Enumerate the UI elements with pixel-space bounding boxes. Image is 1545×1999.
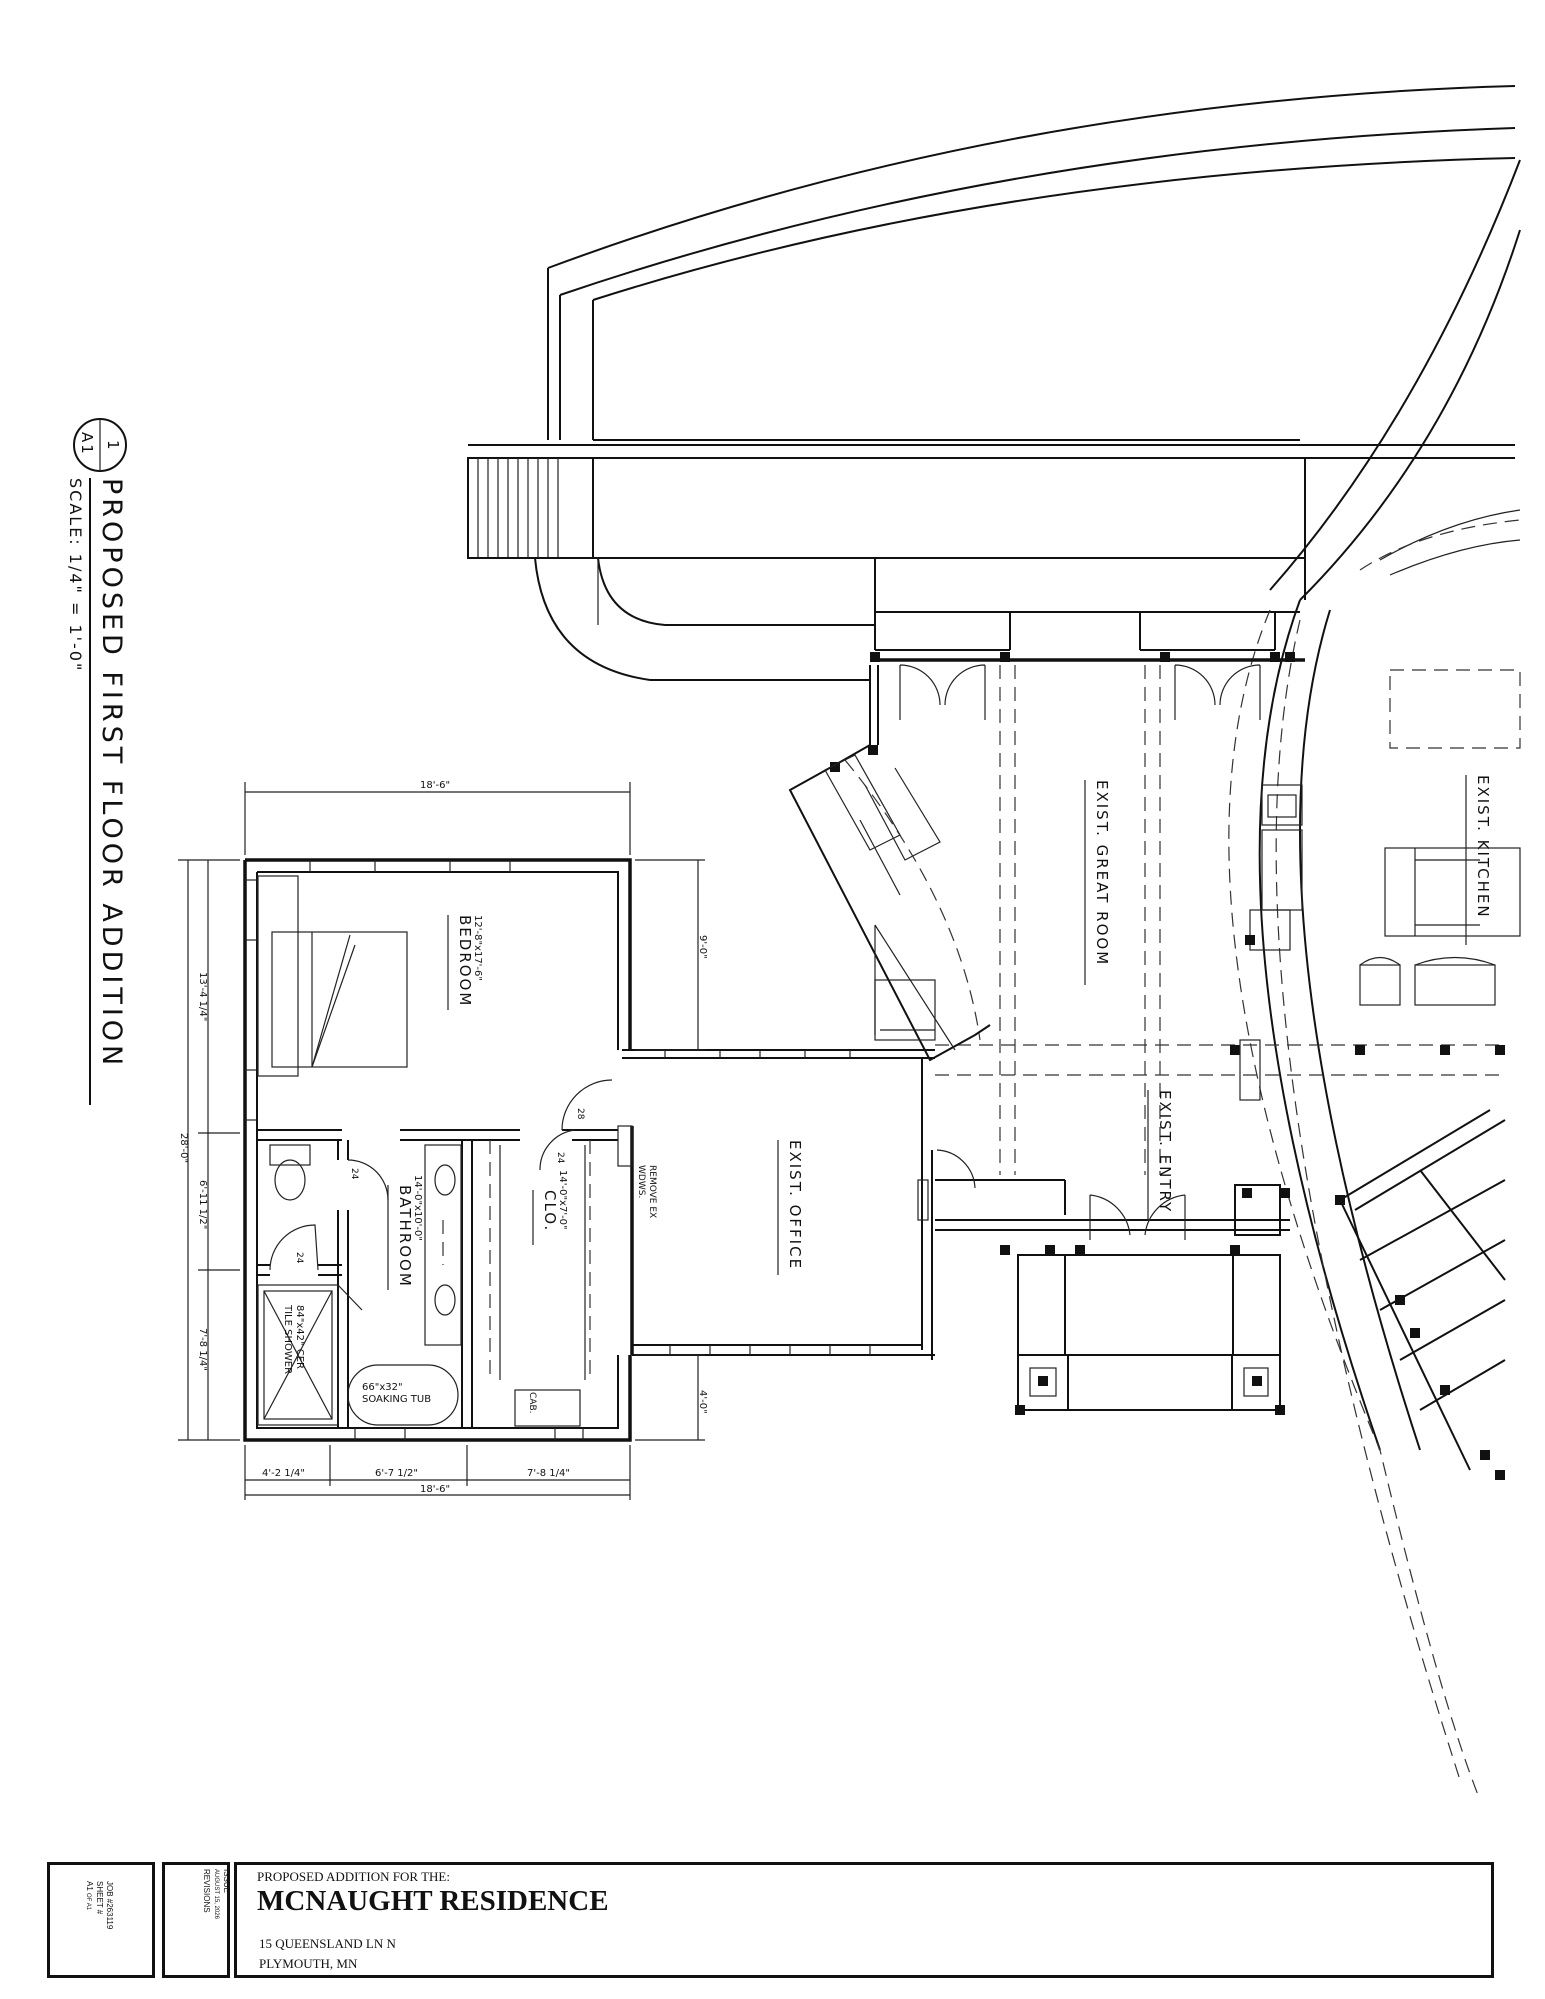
- bedroom-size: 12'-8"x17'-6": [472, 915, 483, 981]
- dim-right-top: 9'-0": [697, 935, 708, 959]
- dim-bottom-seg-3: 7'-8 1/4": [527, 1468, 570, 1479]
- dim-bottom-seg-1: 4'-2 1/4": [262, 1468, 305, 1479]
- cabinet-note: CAB.: [527, 1392, 537, 1413]
- dim-bottom-seg-2: 6'-7 1/2": [375, 1468, 418, 1479]
- revisions-label: REVISIONS: [202, 1869, 211, 1913]
- issue-label: ISSUE: [222, 1869, 231, 1894]
- title-block-revisions-box: ISSUE AUGUST 15, 2026 REVISIONS: [162, 1862, 231, 1978]
- dim-bottom-total: 18'-6": [420, 1484, 450, 1495]
- bedroom-label: BEDROOM: [456, 915, 474, 1007]
- dimension-lines: 18'-6" 4'-2 1/4" 6'-7 1/2" 7'-8 1/4" 18'…: [178, 780, 708, 1500]
- drawing-title-block: 1 A1 PROPOSED FIRST FLOOR ADDITION SCALE…: [66, 418, 127, 1105]
- dim-left-seg-3: 7'-8 1/4": [197, 1328, 208, 1371]
- dim-left-seg-1: 13'-4 1/4": [197, 972, 208, 1021]
- drawing-scale: SCALE: 1/4" = 1'-0": [66, 478, 85, 672]
- dim-left-total: 28'-0": [178, 1133, 189, 1163]
- title-block-project-box: PROPOSED ADDITION FOR THE: MCNAUGHT RESI…: [234, 1862, 1494, 1978]
- remove-window-note-line1: REMOVE EX: [647, 1165, 657, 1218]
- sheet-of: OF A1: [85, 1893, 91, 1911]
- existing-entry-area: [935, 1109, 1506, 1480]
- tub-note-line1: 66"x32": [362, 1382, 403, 1393]
- callout-sheet: A1: [78, 432, 96, 456]
- sheet-label: SHEET #: [95, 1881, 104, 1915]
- callout-number: 1: [104, 440, 122, 452]
- door-size-24-bath: 24: [349, 1168, 359, 1180]
- bathroom-label: BATHROOM: [396, 1185, 414, 1288]
- shower-note-line1: 84"x42" CER: [294, 1305, 305, 1369]
- door-size-24-clo: 24: [555, 1152, 565, 1164]
- proposed-addition: [243, 858, 633, 1442]
- drawing-title: PROPOSED FIRST FLOOR ADDITION: [96, 478, 127, 1069]
- door-size-24-wc: 24: [294, 1252, 304, 1264]
- title-block-sheet-box: JOB #263119 SHEET # A1 OF A1: [47, 1862, 155, 1978]
- revisions-column: ISSUE AUGUST 15, 2026 REVISIONS: [201, 1869, 231, 1919]
- existing-curved-walls: [1228, 159, 1521, 1801]
- great-room-label: EXIST. GREAT ROOM: [1093, 780, 1111, 966]
- sheet-number-column: JOB #263119 SHEET # A1 OF A1: [83, 1881, 114, 1929]
- sheet-number: A1: [85, 1881, 94, 1891]
- dim-right-bottom: 4'-0": [697, 1390, 708, 1414]
- office-label: EXIST. OFFICE: [786, 1140, 804, 1270]
- existing-deck: [467, 85, 1516, 681]
- closet-size: 14'-0"x7'-0": [557, 1170, 568, 1230]
- closet-label: CLO.: [541, 1190, 559, 1232]
- job-number: JOB #263119: [105, 1881, 114, 1930]
- address-line-1: 15 QUEENSLAND LN N: [259, 1936, 396, 1951]
- issue-date: AUGUST 15, 2026: [213, 1869, 219, 1919]
- entry-label: EXIST. ENTRY: [1156, 1090, 1174, 1213]
- bathroom-size: 14'-0"x10'-0": [412, 1175, 423, 1241]
- shower-note-line2: TILE SHOWER: [282, 1304, 293, 1374]
- kitchen-label: EXIST. KITCHEN: [1474, 775, 1492, 919]
- project-name: MCNAUGHT RESIDENCE: [257, 1885, 609, 1917]
- proposed-addition-caption: PROPOSED ADDITION FOR THE:: [257, 1869, 450, 1884]
- room-labels: BEDROOM 12'-8"x17'-6" BATHROOM 14'-0"x10…: [387, 775, 1492, 1290]
- door-size-28: 28: [575, 1108, 585, 1120]
- dim-top-width: 18'-6": [420, 780, 450, 791]
- remove-window-note-line2: WDWS.: [636, 1165, 646, 1198]
- tub-note-line2: SOAKING TUB: [362, 1394, 431, 1405]
- plan-notes: 84"x42" CER TILE SHOWER 66"x32" SOAKING …: [282, 1165, 657, 1413]
- address-line-2: PLYMOUTH, MN: [259, 1956, 358, 1971]
- great-room-area: [788, 652, 1521, 1175]
- dim-left-seg-2: 6'-11 1/2": [197, 1180, 208, 1229]
